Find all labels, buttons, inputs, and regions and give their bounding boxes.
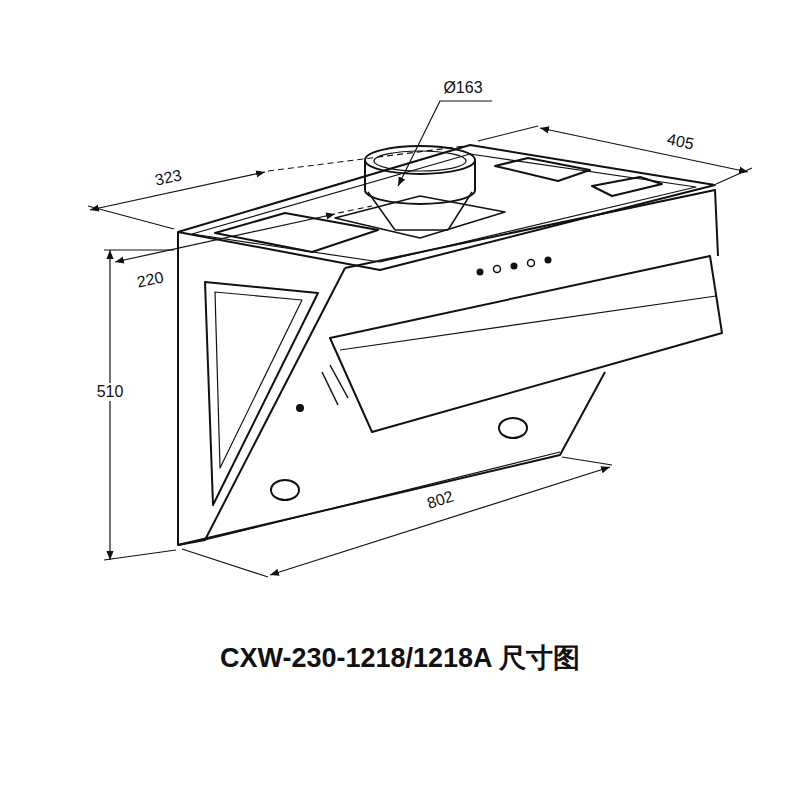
dimensions <box>88 101 752 577</box>
collar-base <box>365 190 475 204</box>
dimension-line <box>115 214 335 262</box>
depth-dimension: 323 <box>151 166 185 190</box>
glass-panel <box>330 256 722 432</box>
extension-line <box>88 206 174 229</box>
screw-dot <box>297 405 303 411</box>
extension-line <box>478 126 752 184</box>
hood-body <box>178 145 722 545</box>
top-cutout <box>215 213 378 252</box>
control-face <box>345 190 718 268</box>
lamp <box>499 418 527 438</box>
depth-dimension: 220 <box>133 268 167 292</box>
top-cutout <box>495 158 590 181</box>
drawing-caption: CXW-230-1218/1218A 尺寸图 <box>220 642 580 674</box>
side-window <box>205 282 318 505</box>
dimension-line <box>540 128 748 172</box>
lamp <box>271 480 299 500</box>
control-buttons <box>477 257 552 276</box>
height-dimension: 510 <box>95 383 126 401</box>
extension-line <box>338 206 372 213</box>
side-window-inner <box>215 292 302 468</box>
dimension-line <box>270 467 610 575</box>
bottom-edge <box>205 452 560 540</box>
button <box>528 260 535 267</box>
collar-rim <box>365 146 475 174</box>
leader-line <box>398 101 492 186</box>
glass-fold <box>340 296 716 350</box>
collar-funnel <box>368 192 472 230</box>
top-cutout <box>592 177 662 196</box>
extension-line <box>104 250 176 560</box>
button <box>494 266 501 273</box>
button <box>477 269 484 276</box>
collar-plate <box>335 196 505 238</box>
button <box>545 257 552 264</box>
extension-line <box>268 146 466 171</box>
length-dimension: 802 <box>423 487 458 514</box>
dimension-line <box>109 250 110 560</box>
side-panel <box>178 232 345 545</box>
top-face-rim <box>192 154 696 262</box>
width-dimension: 405 <box>663 130 697 154</box>
diameter-dimension: Ø163 <box>441 79 484 97</box>
button <box>511 263 518 270</box>
collar-inner <box>374 151 466 171</box>
extension-line <box>182 457 612 577</box>
